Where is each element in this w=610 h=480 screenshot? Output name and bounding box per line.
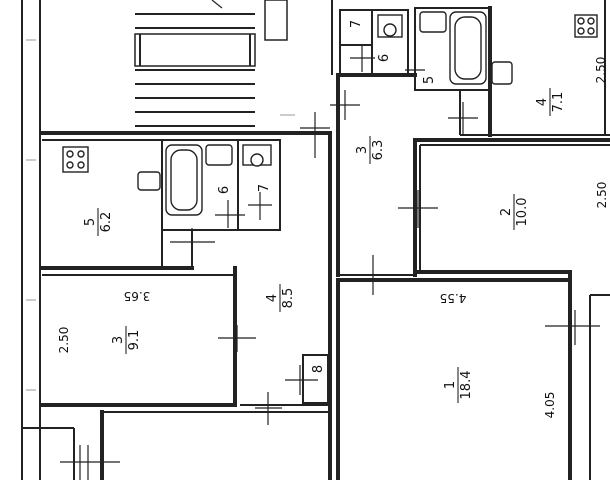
svg-text:3: 3 <box>111 336 126 344</box>
svg-text:18.4: 18.4 <box>459 371 474 400</box>
dim-big-height: 4.05 <box>543 392 557 419</box>
room-3-label: 3 9.1 <box>111 326 142 354</box>
fixtures <box>62 11 598 216</box>
room-1-label: 1 18.4 <box>443 367 474 403</box>
washbasin-icon <box>419 11 447 33</box>
washbasin-icon <box>205 144 233 166</box>
room-5-label: 5 6.2 <box>83 208 114 236</box>
svg-text:6.2: 6.2 <box>99 212 114 233</box>
dim-left-width: 3.65 <box>124 289 151 303</box>
dimensions: 3.65 2.50 4.55 4.05 2.50 2.50 <box>57 57 609 419</box>
room-7b-label: 7 <box>349 20 364 28</box>
room-5b-label: 5 <box>422 76 437 84</box>
svg-text:8.5: 8.5 <box>281 288 296 309</box>
door-marks <box>60 45 600 480</box>
room-labels: 5 6.2 3 9.1 4 8.5 8 7 6 3 6.3 2 <box>83 20 566 403</box>
svg-text:9.1: 9.1 <box>127 330 142 351</box>
svg-text:10.0: 10.0 <box>515 198 530 227</box>
svg-text:1: 1 <box>443 381 458 389</box>
walls <box>21 0 610 480</box>
room-3b-label: 3 6.3 <box>355 136 386 164</box>
dim-right-mid: 2.50 <box>595 182 609 209</box>
svg-text:4: 4 <box>535 98 550 106</box>
room-4-label: 4 8.5 <box>265 284 296 312</box>
stove-icon <box>574 14 598 38</box>
sink-icon <box>491 61 513 85</box>
svg-text:6.3: 6.3 <box>371 140 386 161</box>
dim-big-width: 4.55 <box>440 291 467 305</box>
sink-icon <box>137 171 161 191</box>
svg-text:3: 3 <box>355 146 370 154</box>
svg-text:2: 2 <box>499 208 514 216</box>
room-6b-label: 6 <box>377 54 392 62</box>
dim-left-height: 2.50 <box>57 327 71 354</box>
room-4b-label: 4 7.1 <box>535 88 566 116</box>
svg-text:4: 4 <box>265 294 280 302</box>
svg-text:7.1: 7.1 <box>551 92 566 113</box>
dim-right-top: 2.50 <box>594 57 608 84</box>
room-8-label: 8 <box>311 365 326 373</box>
svg-text:5: 5 <box>83 218 98 226</box>
staircase <box>130 0 288 130</box>
room-7-label: 7 <box>257 184 272 192</box>
stove-icon <box>62 146 89 173</box>
room-6-label: 6 <box>217 186 232 194</box>
room-2-label: 2 10.0 <box>499 194 530 230</box>
